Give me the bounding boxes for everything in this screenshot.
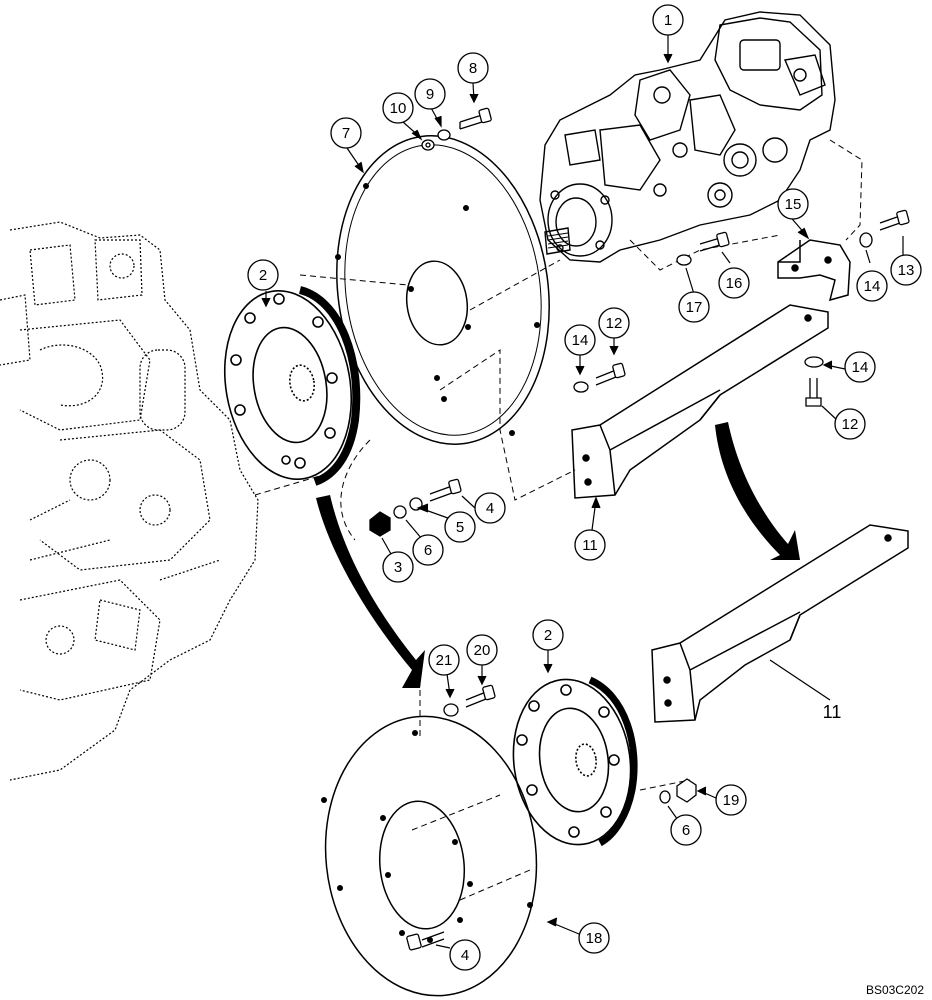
callout-10: 10 — [382, 92, 414, 124]
callout-8: 8 — [457, 52, 489, 84]
svg-text:12: 12 — [842, 416, 859, 433]
frame-bracket-upper — [571, 304, 829, 499]
callout-14-mid: 14 — [564, 324, 596, 356]
adapter-plate — [321, 715, 538, 997]
svg-text:6: 6 — [682, 822, 690, 839]
svg-text:4: 4 — [486, 500, 494, 517]
svg-text:6: 6 — [424, 542, 432, 559]
svg-text:14: 14 — [864, 278, 881, 295]
callout-12-upper: 12 — [598, 307, 630, 339]
bolt-8-icon — [459, 114, 483, 130]
transition-arrow-left — [316, 495, 425, 688]
callout-4-lower: 4 — [449, 939, 481, 971]
svg-text:9: 9 — [426, 86, 434, 103]
svg-text:11: 11 — [582, 537, 598, 554]
callout-18: 18 — [578, 922, 610, 954]
callout-15: 15 — [777, 188, 809, 220]
callout-5: 5 — [444, 511, 476, 543]
svg-text:2: 2 — [544, 627, 552, 644]
frame-bracket-lower — [651, 524, 909, 723]
pump-mount-bracket — [777, 239, 851, 302]
svg-text:4: 4 — [461, 947, 469, 964]
svg-text:18: 18 — [586, 930, 603, 947]
transition-arrow-right — [715, 422, 800, 560]
svg-text:8: 8 — [469, 60, 477, 77]
svg-text:5: 5 — [456, 519, 464, 536]
svg-text:3: 3 — [394, 559, 402, 576]
svg-text:2: 2 — [259, 267, 267, 284]
housing-plate — [335, 135, 550, 445]
callout-7: 7 — [330, 117, 362, 149]
callout-19: 19 — [715, 784, 747, 816]
drawing-code: BS03C202 — [866, 983, 924, 997]
callout-20: 20 — [466, 634, 498, 666]
svg-text:14: 14 — [572, 332, 589, 349]
svg-text:20: 20 — [474, 642, 491, 659]
callout-6-upper: 6 — [412, 534, 444, 566]
svg-text:17: 17 — [686, 299, 703, 316]
callout-12-right: 12 — [834, 408, 866, 440]
callout-2-upper: 2 — [247, 259, 279, 291]
label-11-plain: 11 — [823, 702, 842, 722]
callout-2-lower: 2 — [532, 619, 564, 651]
svg-text:1: 1 — [664, 12, 672, 29]
callout-17: 17 — [678, 291, 710, 323]
callout-3: 3 — [382, 551, 414, 583]
svg-text:10: 10 — [390, 100, 407, 117]
svg-text:12: 12 — [606, 315, 623, 332]
coupler-upper — [223, 286, 361, 486]
coupler-lower — [512, 676, 638, 847]
callout-9: 9 — [414, 78, 446, 110]
svg-text:16: 16 — [726, 275, 743, 292]
washer-9-icon — [437, 129, 451, 141]
callout-21: 21 — [428, 644, 460, 676]
callout-14-top: 14 — [856, 270, 888, 302]
callout-16: 16 — [718, 267, 750, 299]
callouts: 1 2 2 3 4 4 5 6 6 7 8 9 10 11 12 12 13 1… — [247, 4, 922, 971]
svg-text:14: 14 — [852, 359, 869, 376]
hydrostatic-pump — [539, 11, 836, 263]
svg-text:7: 7 — [342, 125, 350, 142]
svg-text:13: 13 — [898, 262, 915, 279]
svg-text:21: 21 — [436, 652, 453, 669]
callout-14-right: 14 — [844, 351, 876, 383]
callout-4-upper: 4 — [474, 492, 506, 524]
callout-1: 1 — [652, 4, 684, 36]
callout-6-lower: 6 — [670, 814, 702, 846]
hardware — [369, 107, 910, 951]
svg-text:19: 19 — [723, 792, 740, 809]
callout-11: 11 — [574, 529, 606, 561]
callout-13: 13 — [890, 254, 922, 286]
bolt-8-head-icon — [478, 107, 492, 124]
engine-block — [0, 221, 259, 781]
svg-text:15: 15 — [785, 196, 802, 213]
assembly-dashed-lines — [254, 139, 863, 901]
